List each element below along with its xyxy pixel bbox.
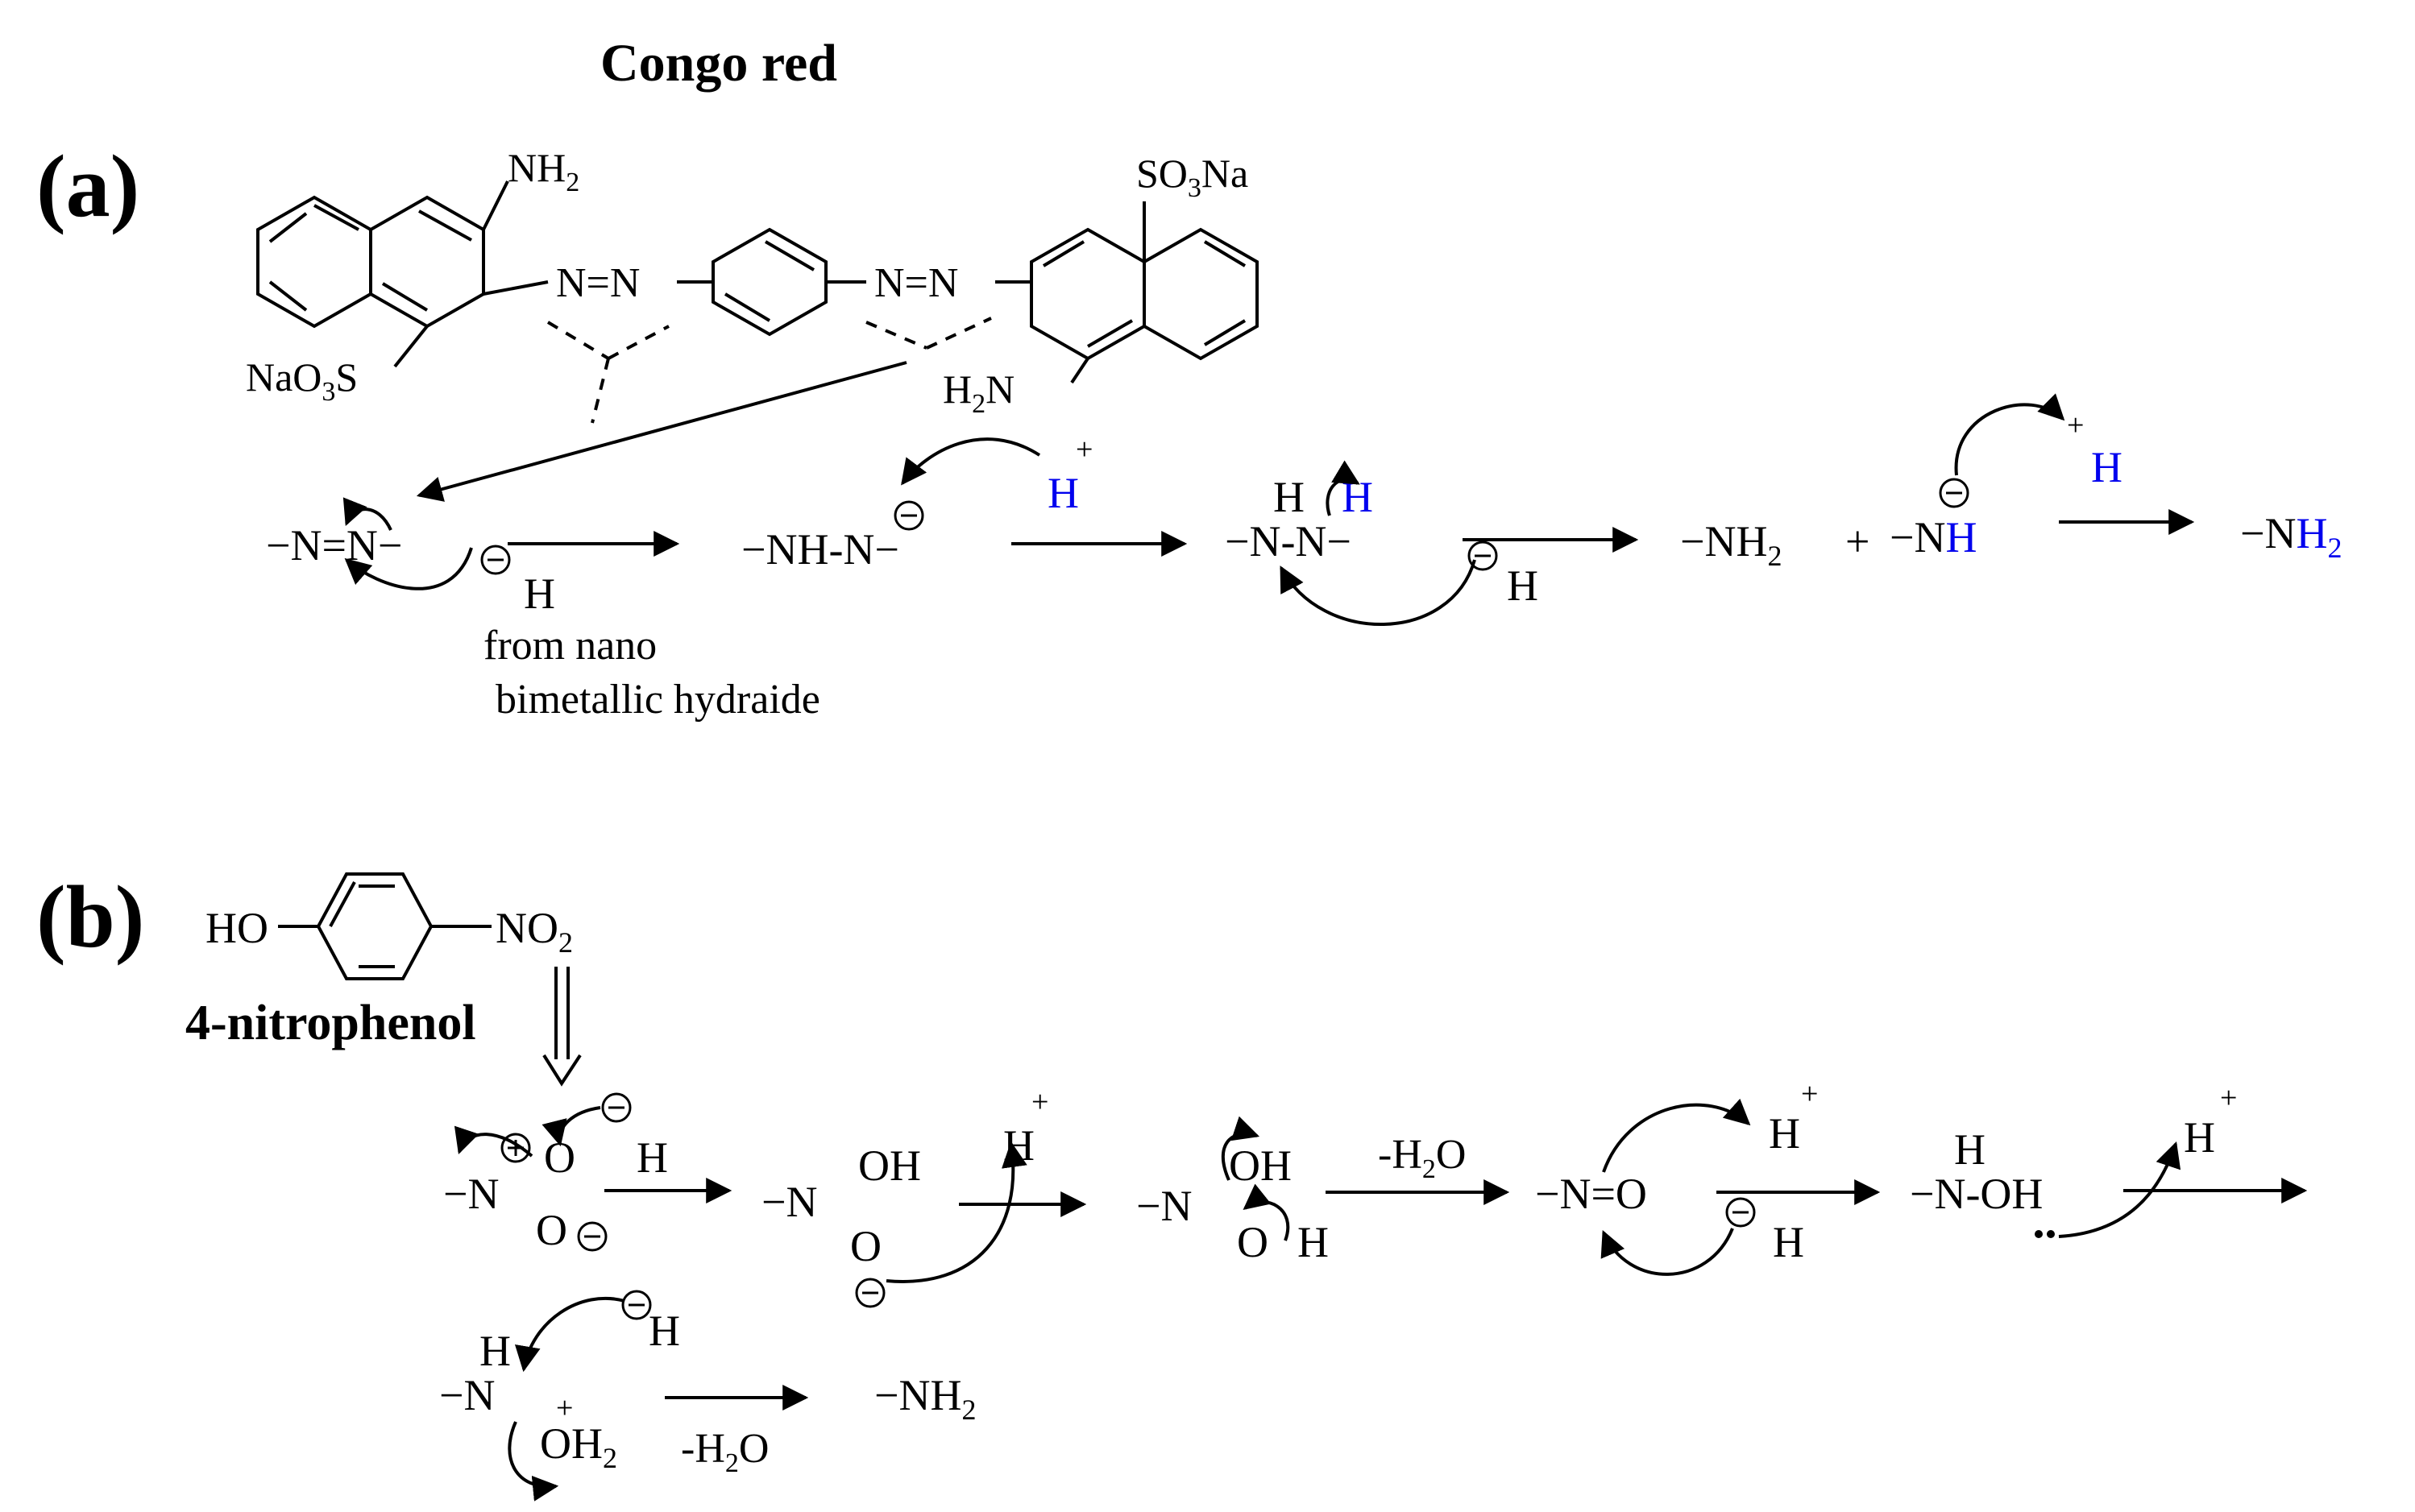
- b-r6-h: H: [479, 1327, 511, 1375]
- svg-text:+: +: [1031, 1085, 1048, 1119]
- b-r3-o: O: [1237, 1218, 1268, 1266]
- scheme-title: Congo red: [600, 34, 837, 93]
- b-r3-n: −N: [1136, 1182, 1192, 1230]
- label-h2n: H2N: [943, 367, 1015, 419]
- b-minus-h2o-1: -H2O: [1378, 1132, 1466, 1184]
- b-r3-oh: OH: [1229, 1141, 1292, 1190]
- a-source-line2: bimetallic hydraide: [496, 677, 820, 723]
- a-azo-start: −N=N−: [266, 521, 402, 570]
- b-r4-h: H: [1773, 1218, 1804, 1266]
- b-minus-h2o-2: -H2O: [681, 1426, 769, 1478]
- a-hydride-1: H: [524, 570, 555, 618]
- label-azo-left: N=N: [556, 260, 640, 306]
- b-r1-n: −N: [443, 1170, 499, 1218]
- b-r1-h: H: [637, 1133, 668, 1182]
- b-ho: HO: [205, 904, 268, 952]
- b-r2-oh: OH: [858, 1141, 921, 1190]
- svg-text:+: +: [1801, 1077, 1818, 1111]
- label-so3na-top: SO3Na: [1136, 151, 1248, 203]
- b-r4-hplus: H: [1769, 1109, 1800, 1158]
- mechanism-b: −N O O H −N OH O H + −N OH O H -H2O −N=O: [439, 1077, 2308, 1502]
- a-hydrazide-anion: −NH-N−: [741, 525, 899, 574]
- b-no2: NO2: [496, 904, 573, 959]
- a-source-line1: from nano: [483, 623, 657, 669]
- b-r5-hplus: H: [2184, 1113, 2215, 1162]
- svg-text:+: +: [1076, 433, 1093, 466]
- a-hydrazine: −N-N−: [1225, 517, 1351, 565]
- b-r2-n: −N: [761, 1178, 817, 1226]
- a-hydride-2: H: [1507, 561, 1538, 610]
- b-hydroxylamine: −N-OH: [1910, 1170, 2043, 1218]
- panel-label-a: (a): [36, 137, 139, 235]
- b-r1-o-bot: O: [536, 1206, 567, 1254]
- svg-text:+: +: [556, 1391, 573, 1425]
- b-r6-n: −N: [439, 1371, 495, 1419]
- compound-label-nitrophenol: 4-nitrophenol: [185, 996, 476, 1050]
- b-final-amine: −NH2: [874, 1371, 976, 1426]
- svg-text:+: +: [2220, 1081, 2237, 1115]
- b-r6-hydride: H: [649, 1307, 680, 1355]
- b-r2-hplus: H: [1003, 1121, 1035, 1170]
- a-proton-1: H: [1048, 469, 1079, 517]
- a-product-amine: −NH2: [1680, 517, 1782, 572]
- panel-label-b: (b): [36, 868, 144, 966]
- a-final-amine: −NH2: [2240, 509, 2342, 564]
- a-proton-2: H: [2091, 443, 2122, 491]
- mechanism-a: −N=N− H from nano bimetallic hydraide −N…: [266, 393, 2342, 723]
- label-azo-right: N=N: [874, 260, 958, 306]
- b-r6-oh2: OH2: [540, 1419, 617, 1474]
- label-nh2-top: NH2: [508, 145, 579, 197]
- a-plus: +: [1845, 517, 1869, 565]
- b-r5-h: H: [1954, 1125, 1986, 1174]
- nitrophenol-structure: HO NO2 4-nitrophenol: [185, 872, 582, 1087]
- label-naso3s: NaO3S: [246, 354, 358, 407]
- svg-text:+: +: [2067, 408, 2084, 442]
- b-nitroso: −N=O: [1535, 1170, 1647, 1218]
- congo-red-structure: NH2 SO3Na NaO3S H2N N=N N=N: [246, 145, 1259, 502]
- a-amide-anion: −NH: [1890, 513, 1977, 561]
- a-h-black: H: [1273, 473, 1305, 521]
- b-r3-h: H: [1297, 1218, 1329, 1266]
- b-r2-o: O: [850, 1222, 882, 1270]
